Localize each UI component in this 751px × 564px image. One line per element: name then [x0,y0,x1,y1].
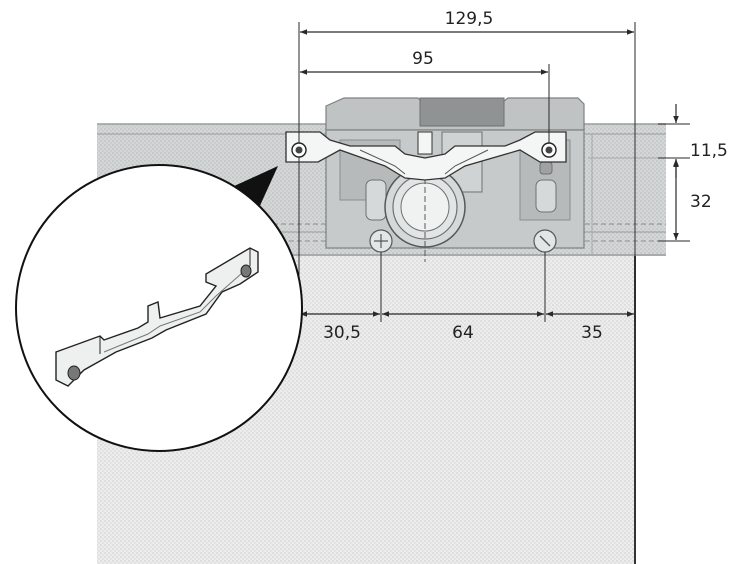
dim-overall-width: 129,5 [445,9,494,29]
dim-left-offset: 30,5 [323,323,361,343]
roller-wheel [384,160,466,262]
bracket-clip [285,131,567,181]
dimension-lines [300,29,679,317]
screw-hole-right [541,142,557,158]
callout-pointer [232,166,278,210]
dim-rail-offset: 11,5 [690,141,728,161]
dim-center-span: 64 [452,323,474,343]
screw-hole-left [291,142,307,158]
dim-right-offset: 35 [581,323,603,343]
dim-rail-height: 32 [690,192,712,212]
dim-hole-spacing: 95 [412,49,434,69]
detail-view [15,164,303,452]
